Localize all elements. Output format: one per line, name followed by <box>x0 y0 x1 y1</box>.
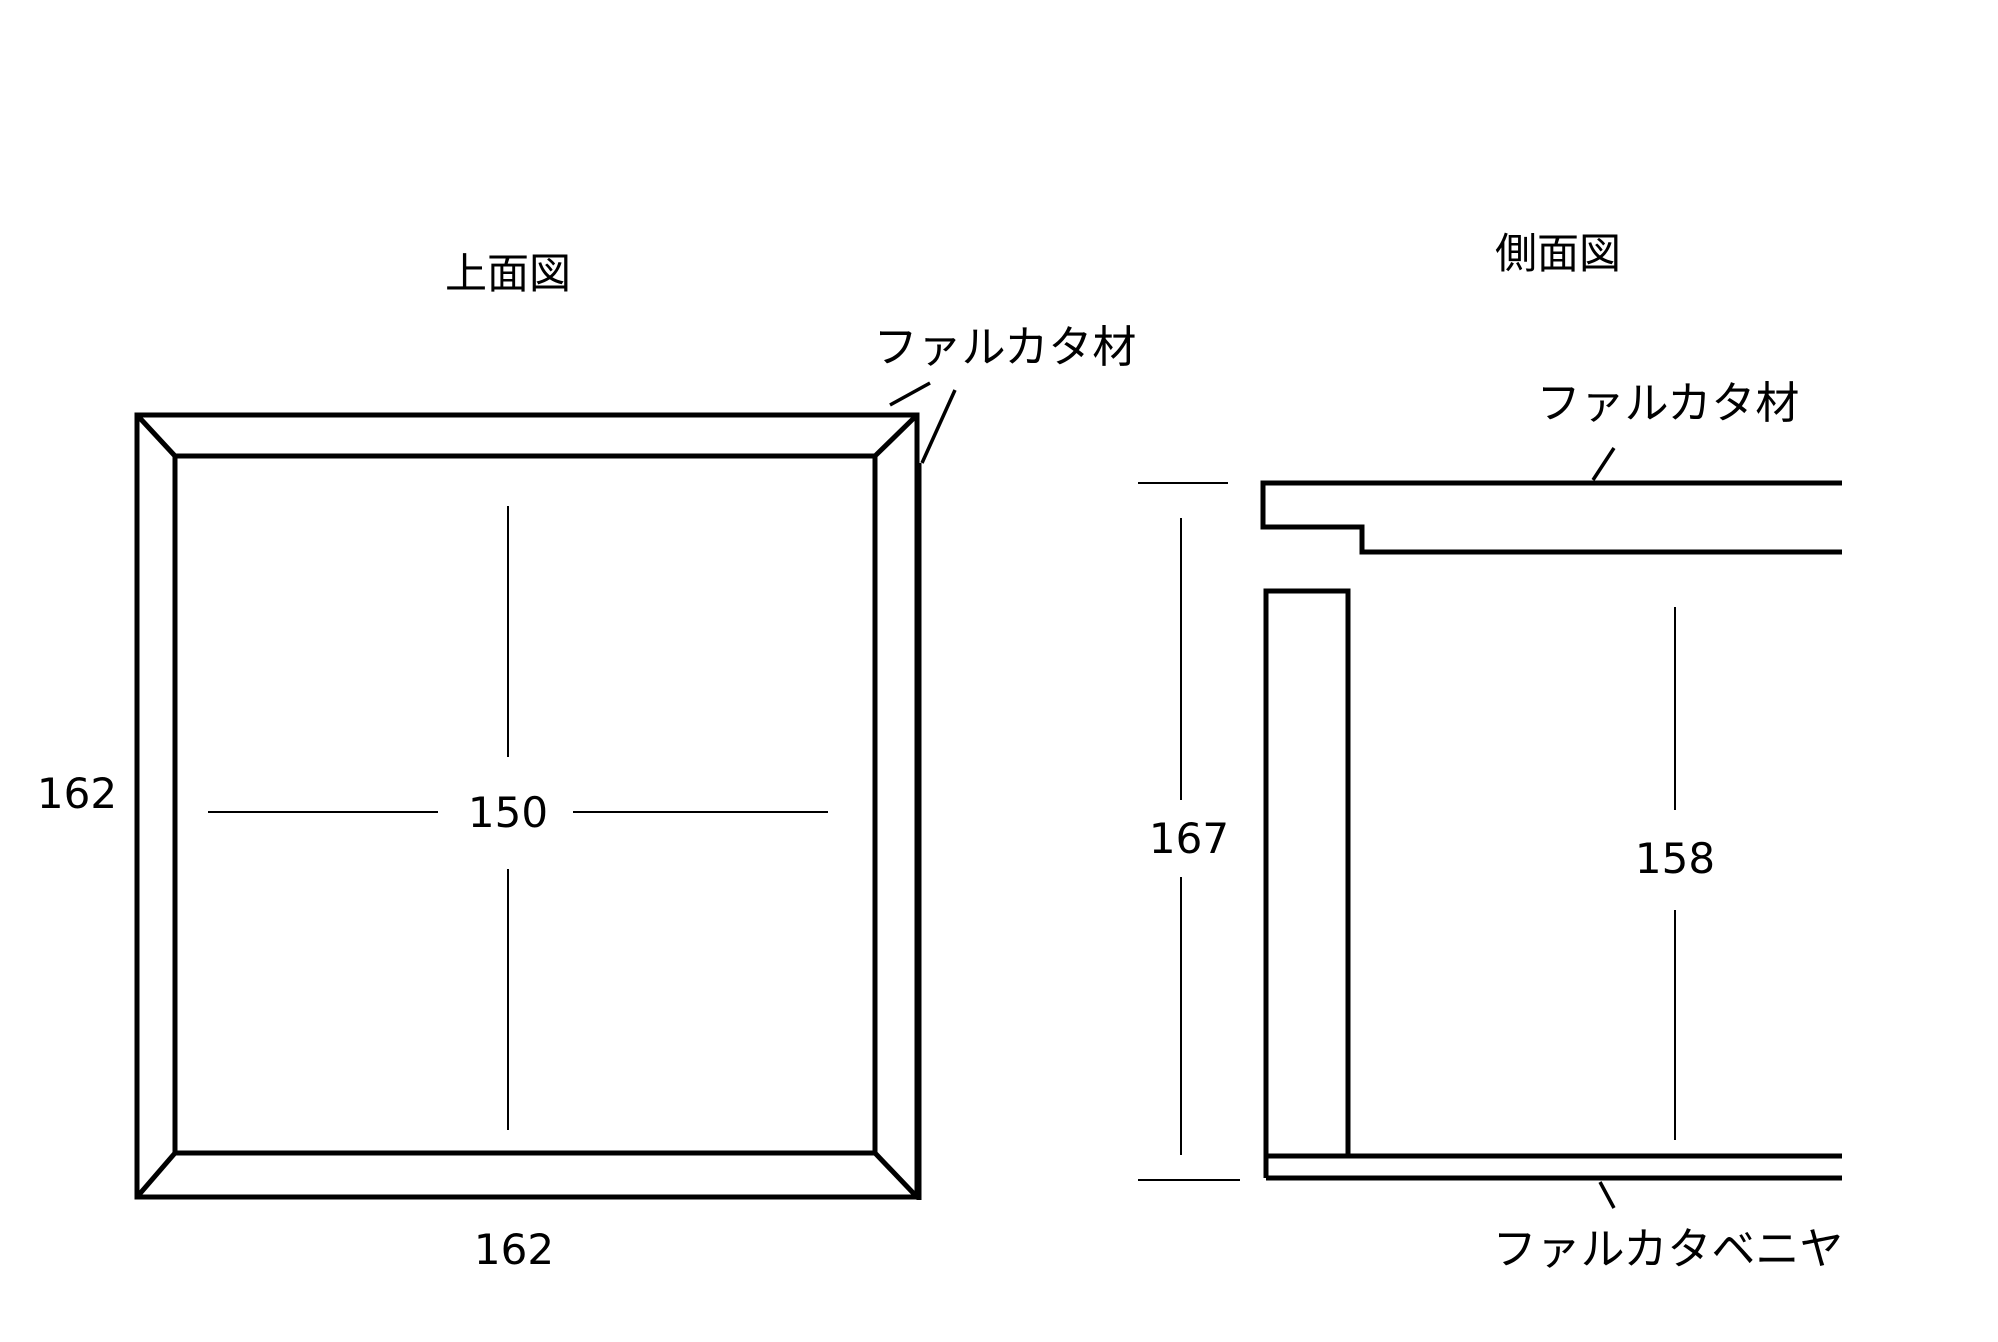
miter-line-top-right <box>873 413 919 458</box>
miter-line-bottom-left <box>135 1151 177 1199</box>
inner-size-label: 150 <box>468 788 548 837</box>
bottom-board-leader <box>1598 1181 1616 1209</box>
top-view-title: 上面図 <box>445 249 571 298</box>
top-board-leader <box>1591 447 1616 481</box>
material-leader-top <box>889 381 931 407</box>
miter-line-bottom-right <box>873 1151 919 1199</box>
side-view-top-board <box>1260 480 1842 555</box>
side-inner-height-label: 158 <box>1635 834 1715 883</box>
top-view-material-label: ファルカタ材 <box>874 322 1137 373</box>
side-view-title: 側面図 <box>1495 229 1621 278</box>
top-view-inner-frame <box>172 453 878 1156</box>
side-outer-height-label: 167 <box>1149 814 1229 863</box>
top-view: 上面図 ファルカタ材 150 162 162 <box>37 249 1136 1274</box>
side-view-top-material-label: ファルカタ材 <box>1537 378 1800 429</box>
side-view: 側面図 ファルカタ材 ファルカタベニヤ 167 158 <box>1138 229 1843 1275</box>
miter-line-top-left <box>135 413 177 458</box>
side-view-left-board <box>1263 588 1351 1159</box>
side-view-bottom-material-label: ファルカタベニヤ <box>1493 1224 1844 1275</box>
outer-width-label: 162 <box>474 1225 554 1274</box>
outer-height-label: 162 <box>37 769 117 818</box>
material-leader-side <box>920 389 957 464</box>
